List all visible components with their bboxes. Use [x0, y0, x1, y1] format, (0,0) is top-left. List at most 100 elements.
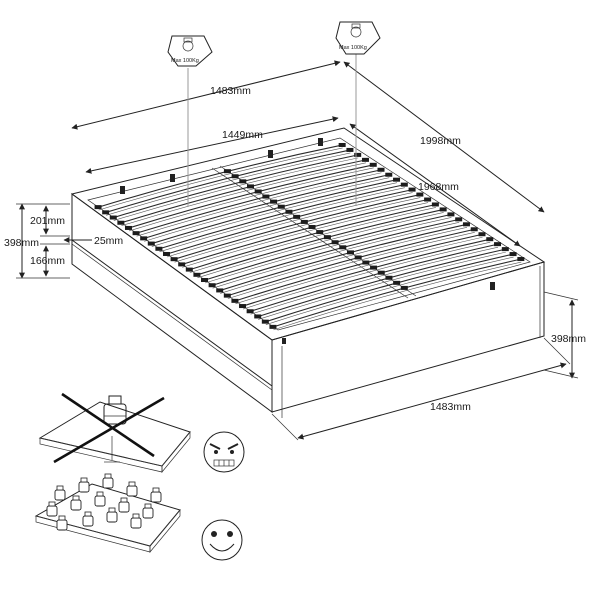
small-weight-handle: [144, 503, 152, 509]
slat-holder: [354, 152, 362, 157]
slat: [128, 164, 374, 229]
slat-holder: [117, 220, 125, 225]
slat-holder: [393, 280, 401, 285]
slat-holder: [393, 177, 401, 182]
small-weight: [130, 517, 142, 529]
small-weight: [142, 507, 154, 519]
small-weight-handle: [132, 513, 140, 519]
slat-holder: [162, 251, 170, 256]
slat-holder: [400, 285, 408, 290]
slat-holder: [400, 182, 408, 187]
slat-holder: [109, 215, 117, 220]
slat-holder: [132, 231, 140, 236]
bottom-width-dimension-line: [297, 362, 567, 440]
slat-holder: [338, 142, 346, 147]
small-weight-handle: [48, 501, 56, 507]
slat-holder: [361, 157, 369, 162]
slat-holder: [369, 162, 377, 167]
slat: [242, 238, 491, 307]
small-weight: [46, 505, 58, 517]
slat: [265, 253, 514, 323]
slat-edge: [273, 261, 522, 331]
slat-holder: [216, 288, 224, 293]
slat-holder: [470, 227, 478, 232]
slat-holder: [370, 265, 378, 270]
slat-holder: [385, 172, 393, 177]
inner-length-label: 1968mm: [418, 181, 459, 193]
slat-holder: [455, 217, 463, 222]
slat-holder: [140, 236, 148, 241]
small-weight: [94, 495, 106, 507]
slat-holder: [339, 245, 347, 250]
top-width-label: 1483mm: [210, 85, 251, 97]
slat-holder: [478, 232, 486, 237]
slat-holder: [239, 179, 247, 184]
slat-holder: [231, 298, 239, 303]
slat-holder: [102, 210, 110, 215]
slat-holder: [447, 212, 455, 217]
small-weight: [56, 519, 68, 531]
distributed-load-right-illustration: [34, 473, 181, 553]
small-weight: [54, 489, 66, 501]
small-weight: [106, 511, 118, 523]
lower-height-label: 166mm: [30, 255, 65, 267]
gap-label: 25mm: [94, 235, 123, 247]
bed-slats: [94, 142, 525, 331]
right-height-label: 398mm: [551, 333, 586, 345]
slat-holder: [254, 314, 262, 319]
slat-holder: [247, 184, 255, 189]
bed-frame: [70, 127, 546, 418]
small-weight-handle: [128, 481, 136, 487]
small-weight: [102, 477, 114, 489]
slat-holder: [277, 204, 285, 209]
concentrated-load-wrong-illustration: [38, 392, 191, 473]
slat-holder: [246, 309, 254, 314]
small-weight-handle: [84, 511, 92, 517]
slat-holder: [285, 209, 293, 214]
small-weight: [118, 501, 130, 513]
slat-holder: [185, 267, 193, 272]
slat-holder: [424, 197, 432, 202]
slat-holder: [346, 147, 354, 152]
slat-holder: [408, 187, 416, 192]
slat-holder: [323, 235, 331, 240]
small-weights: [46, 473, 162, 531]
slat-holder: [308, 225, 316, 230]
slat-holder: [147, 241, 155, 246]
small-weight: [78, 481, 90, 493]
slat-edge: [258, 251, 506, 320]
slat-holder: [293, 214, 301, 219]
slat-holder: [385, 275, 393, 280]
wrong-cross-line: [61, 392, 155, 458]
small-weight-handle: [72, 495, 80, 501]
total-height-label: 398mm: [4, 237, 39, 249]
small-weight-handle: [58, 515, 66, 521]
slat-holder: [170, 257, 178, 262]
slat-holder: [223, 293, 231, 298]
bottom-width-label: 1483mm: [430, 401, 471, 413]
slat-holder: [416, 192, 424, 197]
slat-holder: [155, 246, 163, 251]
slat-holder: [509, 252, 517, 257]
small-weight: [126, 485, 138, 497]
slat-holder: [494, 242, 502, 247]
slat-holder: [231, 174, 239, 179]
left-height-dimensions: [16, 203, 70, 279]
slat-holder: [201, 278, 209, 283]
slat-holder: [517, 257, 525, 262]
small-weight-handle: [56, 485, 64, 491]
inner-width-label: 1449mm: [222, 129, 263, 141]
slat-holder: [223, 169, 231, 174]
upper-height-label: 201mm: [30, 215, 65, 227]
small-weight: [70, 499, 82, 511]
slat-holder: [239, 304, 247, 309]
slat-holder: [354, 255, 362, 260]
slat-edge: [242, 241, 491, 310]
slat-edge: [250, 246, 499, 315]
weight-icon-left: Max 100Kg: [167, 35, 213, 206]
slat-holder: [178, 262, 186, 267]
slat: [250, 243, 499, 312]
slat-holder: [262, 194, 270, 199]
slat-holder: [501, 247, 509, 252]
